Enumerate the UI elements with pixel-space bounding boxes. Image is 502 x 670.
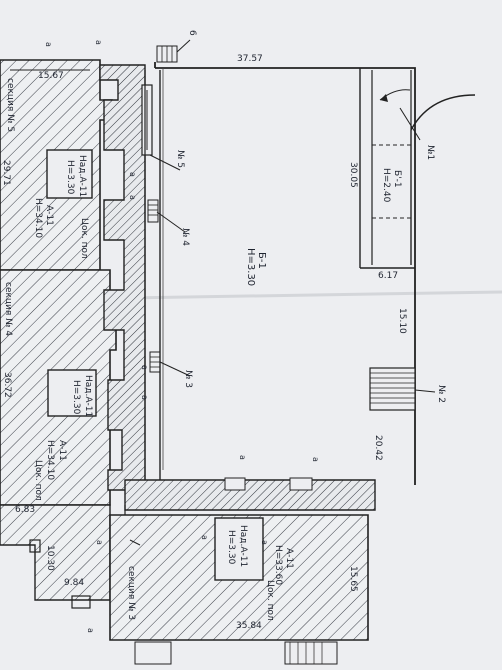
stair-corridor-strip <box>99 64 161 491</box>
nad-top-height: H=3.30 <box>65 160 75 195</box>
section-4-label: секция № 4 <box>3 282 13 336</box>
main-hall-b1 <box>154 62 416 485</box>
section-5-block <box>0 59 113 271</box>
nad-mid-height: H=3.30 <box>71 380 81 415</box>
south-wall-strip <box>124 477 376 511</box>
a11-mid-name: А-11 <box>57 440 67 461</box>
axis-mark-2: а <box>94 40 103 45</box>
dim-36-72: 36.72 <box>2 372 12 398</box>
tsok-pol-mid: Цок. пол <box>33 460 43 501</box>
nad-a11-box-top <box>46 149 93 199</box>
a11-top-height: H=34.10 <box>33 198 43 238</box>
section-3-label: секция № 3 <box>126 566 136 620</box>
axis-mark-10: а <box>260 540 269 545</box>
entrance-2-label: № 2 <box>436 385 446 403</box>
axis-mark-4: а <box>128 195 137 200</box>
b1-center-name: Б-1 <box>256 252 267 269</box>
entrance-6-stair <box>156 39 191 63</box>
entrance-5-label: № 5 <box>175 150 185 168</box>
b1-ramp-height: H=2.40 <box>381 168 391 203</box>
leader-lines <box>129 107 436 546</box>
dim-15-10: 15.10 <box>397 308 407 334</box>
nad-a11-box-mid <box>47 369 97 417</box>
bottom-stairs <box>134 641 338 665</box>
axis-mark-5: а <box>140 365 149 370</box>
dim-9-84: 9.84 <box>64 578 84 588</box>
dim-6-17: 6.17 <box>378 271 398 281</box>
section-5-label: секция № 5 <box>5 78 15 132</box>
entrance-1-label: №1 <box>425 145 435 160</box>
b1-ramp-name: Б'-1 <box>392 170 402 188</box>
axis-mark-12: а <box>86 628 95 633</box>
dim-10-30: 10.30 <box>45 545 55 571</box>
axis-mark-9: а <box>200 535 209 540</box>
tsok-pol-bot: Цок. пол <box>265 580 275 621</box>
section-4-block <box>0 269 117 506</box>
axis-mark-8: а <box>311 457 320 462</box>
axis-mark-6: а <box>140 395 149 400</box>
tsok-pol-top: Цок. пол <box>79 218 89 259</box>
axis-mark-1: а <box>44 42 53 47</box>
nad-top-name: Над.А-11 <box>77 155 87 197</box>
dim-29-71: 29.71 <box>1 160 11 186</box>
entrance-4-label: № 4 <box>180 228 190 246</box>
b1-center-height: H=3.30 <box>245 248 256 286</box>
section-3-block <box>109 505 369 641</box>
axis-mark-11: а <box>95 540 104 545</box>
nad-bot-name: Над.А-11 <box>238 525 248 567</box>
entrance-6-label: 6 <box>187 30 197 36</box>
dim-15-65: 15.65 <box>348 566 358 592</box>
a11-mid-height: H=34.10 <box>45 440 55 480</box>
a11-bot-name: А-11 <box>284 548 294 569</box>
nad-a11-box-bot <box>214 517 264 581</box>
ramp-b1prime <box>371 70 476 265</box>
dim-35-84: 35.84 <box>236 621 262 631</box>
section-4-lower <box>0 504 111 609</box>
a11-top-name: А-11 <box>44 205 54 226</box>
dim-30-05: 30.05 <box>348 162 358 188</box>
entrance-2-stair <box>369 367 416 411</box>
dim-15-67: 15.67 <box>38 71 64 81</box>
axis-mark-7: а <box>238 455 247 460</box>
a11-bot-height: H=33.60 <box>273 545 283 585</box>
dim-20-42: 20.42 <box>373 435 383 461</box>
dim-6-83: 6.83 <box>15 505 35 515</box>
dim-37-57: 37.57 <box>237 54 263 64</box>
entrance-3-label: № 3 <box>183 370 193 388</box>
axis-marks: а а а а а а а а а а а а <box>44 40 320 633</box>
nad-mid-name: Над.А-11 <box>83 375 93 417</box>
axis-mark-3: а <box>128 172 137 177</box>
nad-bot-height: H=3.30 <box>226 530 236 565</box>
